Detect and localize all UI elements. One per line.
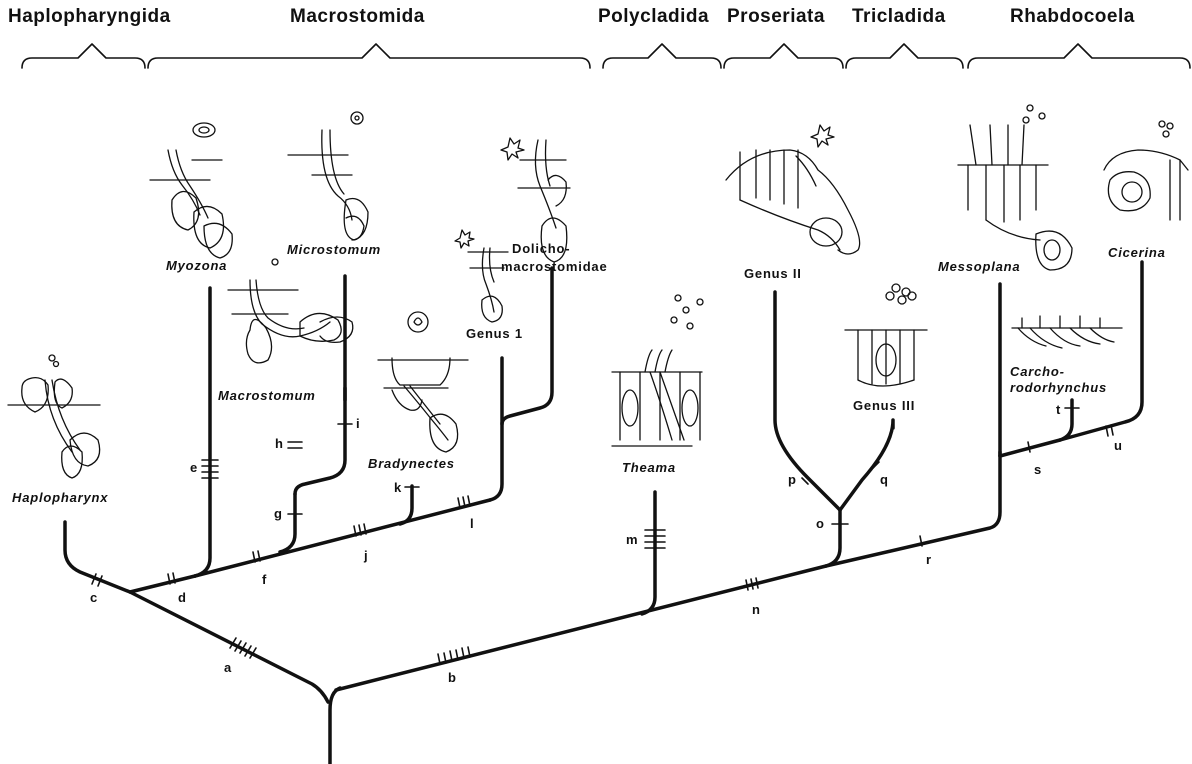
branch-proseriata-tricladida-node [826, 510, 840, 566]
branch-haplopharynx [65, 522, 130, 592]
ticks-a [230, 638, 256, 658]
mark-label-j: j [364, 548, 368, 563]
branch-carchorodorhynchus [1060, 400, 1072, 440]
taxon-label-cicerina: Cicerina [1108, 245, 1166, 260]
illustration-genus1 [455, 230, 508, 322]
branch-macrostomida-main [195, 500, 490, 576]
taxon-label-genus2: Genus II [744, 266, 802, 281]
mark-label-e: e [190, 460, 197, 475]
branch-myozona [195, 288, 210, 576]
mark-label-b: b [448, 670, 456, 685]
taxon-label-carcho-line2: rodorhynchus [1010, 380, 1107, 395]
branch-macrostomum-clade [280, 494, 295, 552]
branch-genus2 [775, 292, 840, 510]
mark-label-l: l [470, 516, 474, 531]
group-braces [22, 44, 1190, 68]
taxon-label-genus1: Genus 1 [466, 326, 523, 341]
ticks-h [288, 442, 302, 448]
illustration-genus2 [726, 125, 860, 254]
mark-label-p: p [788, 472, 796, 487]
taxon-label-dolicho-line1: Dolicho- [512, 241, 570, 256]
illustration-haplopharynx [8, 355, 100, 478]
brace-polycladida [603, 44, 721, 68]
illustration-genus3 [845, 284, 927, 386]
root-branch [330, 688, 340, 764]
mark-label-c: c [90, 590, 97, 605]
brace-haplopharyngida [22, 44, 145, 68]
brace-proseriata [724, 44, 843, 68]
taxon-label-microstomum: Microstomum [287, 242, 381, 257]
taxon-label-dolicho-line2: macrostomidae [501, 259, 608, 274]
illustration-messoplana [958, 105, 1072, 270]
mark-label-q: q [880, 472, 888, 487]
branch-theama [642, 492, 655, 614]
taxon-label-messoplana: Messoplana [938, 259, 1020, 274]
taxon-label-macrostomum: Macrostomum [218, 388, 316, 403]
branch-dolicho [502, 268, 552, 424]
mark-label-k: k [394, 480, 401, 495]
illustration-bradynectes [378, 312, 468, 452]
mark-label-g: g [274, 506, 282, 521]
branch-rhabdocoela-stem [826, 452, 1000, 566]
mark-label-n: n [752, 602, 760, 617]
mark-label-o: o [816, 516, 824, 531]
mark-label-a: a [224, 660, 231, 675]
illustration-microstomum [288, 112, 368, 240]
illustration-macrostomum [228, 259, 353, 363]
illustration-carchorodorhynchus [1012, 316, 1122, 348]
branch-bradynectes [400, 486, 412, 524]
branch-a [130, 592, 328, 702]
brace-macrostomida [148, 44, 590, 68]
illustrations [8, 105, 1188, 478]
taxon-label-bradynectes: Bradynectes [368, 456, 455, 471]
illustration-myozona [150, 123, 232, 258]
taxon-label-genus3: Genus III [853, 398, 915, 413]
mark-label-s: s [1034, 462, 1041, 477]
tree-branches [65, 262, 1142, 764]
mark-label-r: r [926, 552, 931, 567]
mark-label-i: i [356, 416, 360, 431]
branch-genus1-dolicho-node [490, 358, 502, 500]
illustration-cicerina [1104, 121, 1188, 220]
mark-label-h: h [275, 436, 283, 451]
mark-label-t: t [1056, 402, 1060, 417]
mark-label-u: u [1114, 438, 1122, 453]
branch-macrostomum-node [295, 388, 345, 494]
taxon-label-carcho-line1: Carcho- [1010, 364, 1065, 379]
mark-label-m: m [626, 532, 638, 547]
taxon-label-myozona: Myozona [166, 258, 227, 273]
mark-label-f: f [262, 572, 266, 587]
branch-genus3 [840, 420, 893, 510]
brace-tricladida [846, 44, 963, 68]
mark-label-d: d [178, 590, 186, 605]
brace-rhabdocoela [968, 44, 1190, 68]
taxon-label-haplopharynx: Haplopharynx [12, 490, 108, 505]
illustration-theama [612, 295, 703, 446]
taxon-label-theama: Theama [622, 460, 676, 475]
ticks-s [1028, 442, 1030, 452]
